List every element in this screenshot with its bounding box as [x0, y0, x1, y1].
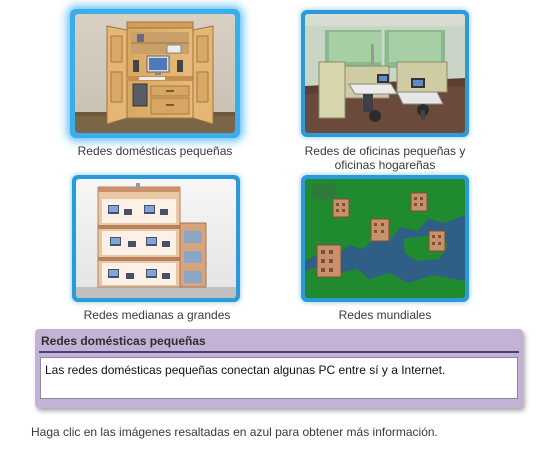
- small-office-tile[interactable]: [301, 10, 469, 137]
- home-network-caption: Redes domésticas pequeñas: [77, 144, 233, 158]
- info-panel-divider: [39, 351, 519, 353]
- home-network-tile[interactable]: [70, 9, 240, 138]
- multistory-building-image: [76, 179, 236, 298]
- info-panel: Redes domésticas pequeñas Las redes domé…: [35, 329, 523, 408]
- office-cubicles-image: [305, 14, 465, 133]
- home-office-cabinet-image: [75, 14, 235, 133]
- world-network-tile[interactable]: [301, 175, 469, 302]
- small-office-caption: Redes de oficinas pequeñas y oficinas ho…: [290, 144, 480, 172]
- medium-large-network-tile[interactable]: [72, 175, 240, 302]
- small-office-caption-line1: Redes de oficinas pequeñas y: [304, 144, 466, 158]
- world-network-caption: Redes mundiales: [338, 308, 432, 322]
- info-panel-text: Las redes domésticas pequeñas conectan a…: [40, 357, 518, 399]
- instruction-text: Haga clic en las imágenes resaltadas en …: [31, 425, 438, 439]
- info-panel-title: Redes domésticas pequeñas: [41, 334, 206, 348]
- world-map-image: [305, 179, 465, 298]
- medium-large-network-caption: Redes medianas a grandes: [83, 308, 231, 322]
- small-office-caption-line2: oficinas hogareñas: [334, 158, 436, 172]
